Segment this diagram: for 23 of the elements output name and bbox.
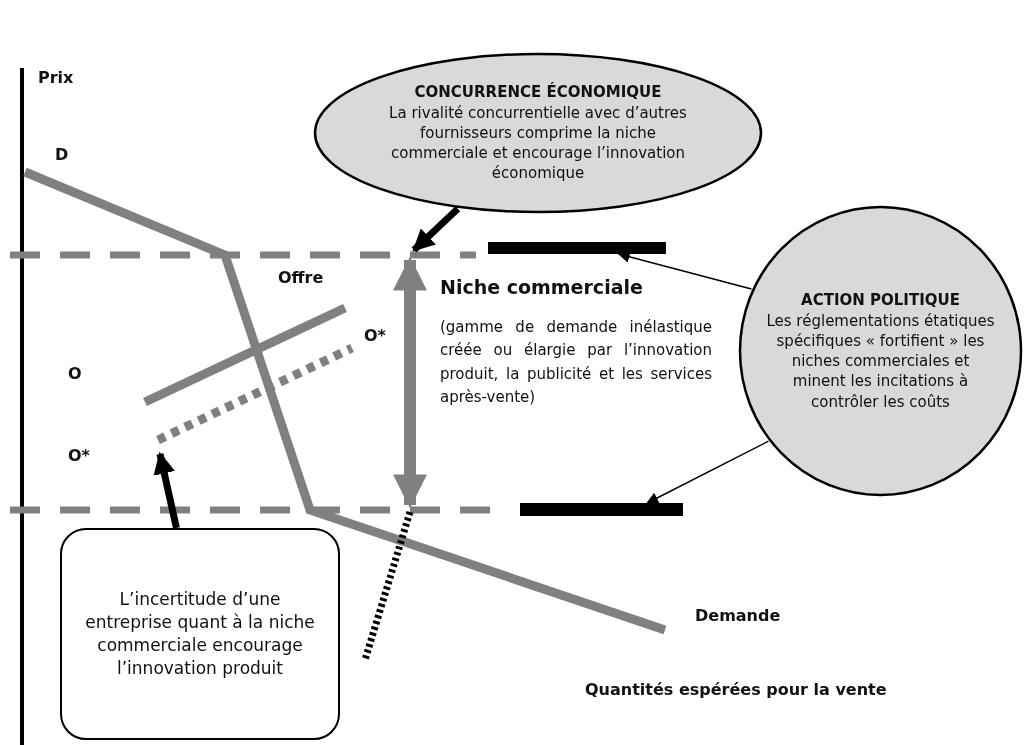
curve-label: O*: [68, 446, 90, 465]
curve-label: Demande: [695, 606, 781, 625]
arrow: [411, 206, 461, 253]
arrow: [153, 451, 180, 529]
axis-label: Prix: [38, 68, 74, 87]
niche-description: (gamme de demande inélastique créée ou élargie par l’innovation produit, la publicité et les services après-vente): [440, 317, 712, 408]
callout-text: La rivalité concurrentielle avec d’autres fournisseurs comprime la niche commerciale et encourage l’innovation économique: [388, 102, 688, 184]
rounded-callout-box: [60, 528, 340, 740]
callout-text: Les réglementations étatiques spécifiques « fortifient » les niches commerciales et minent les incitations à contrôler les coûts: [765, 310, 996, 412]
bar: [488, 242, 666, 254]
curve-label: O: [68, 364, 82, 383]
curve-label: D: [55, 145, 69, 164]
arrow: [646, 440, 770, 504]
axis-label: Quantités espérées pour la vente: [585, 680, 887, 699]
callout-text: L’incertitude d’une entreprise quant à la niche commerciale encourage l’innovation produit: [84, 588, 316, 680]
curve-label: Offre: [278, 268, 324, 287]
callout-heading: CONCURRENCE ÉCONOMIQUE: [414, 82, 662, 103]
curve-label: O*: [364, 326, 386, 345]
niche-title: Niche commerciale: [440, 276, 643, 298]
bar: [520, 503, 683, 516]
ellipse-callout: [313, 52, 763, 214]
ellipse-callout: [738, 205, 1023, 497]
callout-heading: ACTION POLITIQUE: [801, 290, 960, 311]
